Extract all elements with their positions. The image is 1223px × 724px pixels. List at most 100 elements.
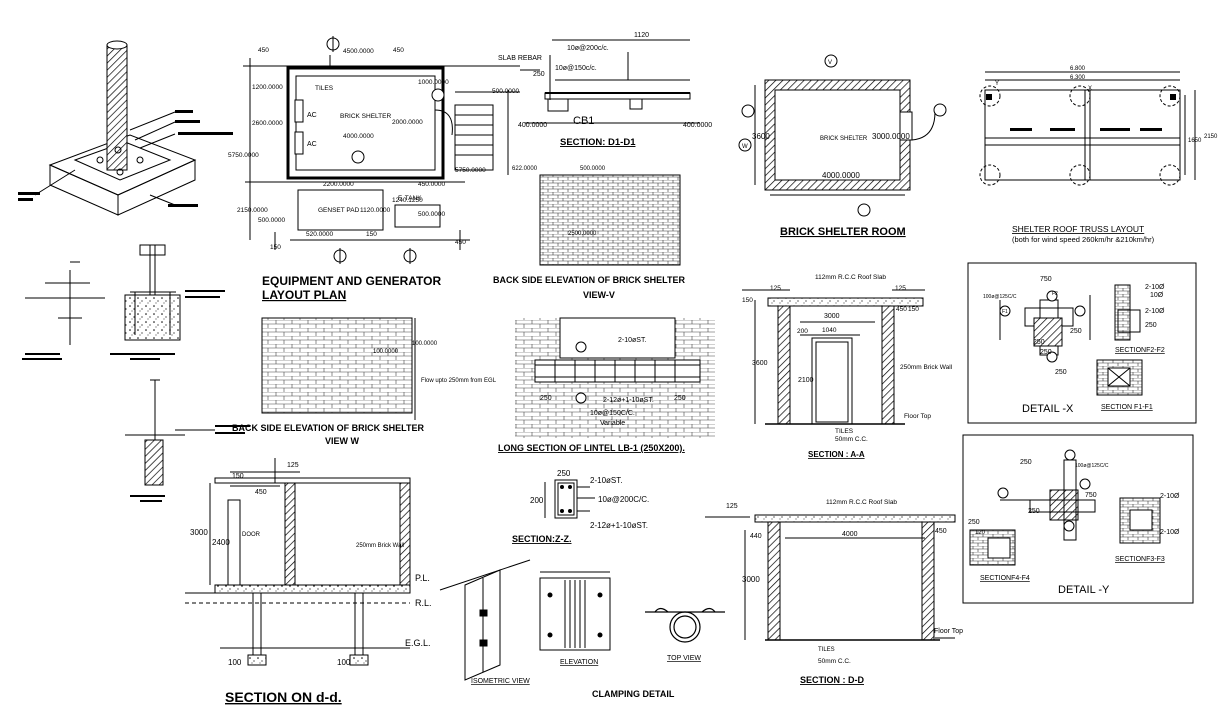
section-zz: [544, 479, 595, 519]
title-aa: SECTION : A-A: [808, 450, 865, 459]
back-elevation-w: [261, 317, 416, 420]
plan-dim-1240: 1240.1250: [392, 197, 423, 204]
dety-d750: 750: [1085, 492, 1097, 499]
section-on-dd: [185, 458, 411, 666]
sdd-d100b: 100: [337, 658, 351, 667]
detx-d250e: 250: [1145, 322, 1157, 329]
dety-d250b: 250: [1028, 508, 1040, 515]
lintel-texts: 2-10øST. 2-12ø+1-10øST. 10ø@150C/C. Vari…: [540, 337, 686, 427]
back-w-texts: 100.0000 100.0000 Flow upto 250mm from E…: [373, 341, 497, 384]
sdd-d450: 450: [255, 489, 267, 496]
d1-cb1: CB1: [573, 115, 594, 127]
backw-note: Flow upto 250mm from EGL: [421, 378, 497, 384]
section-d1: [520, 39, 700, 124]
title-detail-y: DETAIL -Y: [1058, 584, 1110, 596]
room-dim-3600: 3600: [752, 132, 770, 141]
zz-r1: 2-10øST.: [590, 476, 622, 485]
topview-label: TOP VIEW: [667, 655, 701, 662]
section-aa: [742, 289, 925, 425]
dd-cc: 50mm C.C.: [818, 658, 851, 665]
dd-tiles: TILES: [818, 647, 835, 653]
back-v-texts: 622.0000 500.0000 2500.0000: [512, 166, 606, 237]
plan-label-ftank: F. TANK: [398, 195, 422, 202]
aa-d125a: 125: [770, 285, 781, 292]
aa-floor: Floor Top: [904, 413, 931, 420]
dd-d3000: 3000: [742, 575, 760, 584]
detx-r1: 2-10Ø: [1145, 284, 1165, 291]
title-lintel: LONG SECTION OF LINTEL LB-1 (250X200).: [498, 443, 685, 453]
anchor-detail-3: [125, 379, 215, 486]
section-dd-texts: 112mm R.C.C Roof Slab 125 440 4000 450 3…: [726, 499, 963, 665]
plan-dim-1000: 1000.0000: [418, 79, 449, 86]
detx-rebar: 100ø@125C/C: [983, 294, 1017, 300]
plan-label-ac1: AC: [307, 112, 317, 119]
dety-d250c: 250: [968, 519, 980, 526]
aa-d2100: 2100: [798, 377, 814, 384]
title-clamping: CLAMPING DETAIL: [592, 689, 675, 699]
detx-f2: F2: [1052, 291, 1058, 297]
title-f1: SECTION F1-F1: [1101, 404, 1153, 411]
title-back-w: BACK SIDE ELEVATION OF BRICK SHELTER: [232, 423, 425, 433]
lintel-dim-r: 250: [674, 395, 686, 402]
plan-grid-markers: [326, 36, 445, 264]
plan-dim-1200: 1200.0000: [252, 84, 283, 91]
dd-d125: 125: [726, 503, 738, 510]
detx-d250c: 250: [1040, 349, 1052, 356]
plan-dim-2000: 2000.0000: [392, 119, 423, 126]
title-equip-2: LAYOUT PLAN: [262, 288, 346, 302]
plan-dim-450a: 450: [258, 47, 269, 54]
detx-d750: 750: [1040, 276, 1052, 283]
detail-x-box: [967, 262, 1197, 424]
detail-x-markers: [999, 290, 1086, 363]
title-detail-x: DETAIL -X: [1022, 403, 1074, 415]
backw-dim-1: 100.0000: [373, 349, 399, 355]
plan-texts: BRICK SHELTER AC AC TILES GENSET PAD F. …: [228, 47, 519, 251]
plan-label-brick-shelter: BRICK SHELTER: [340, 113, 391, 120]
title-truss-1: SHELTER ROOF TRUSS LAYOUT: [1012, 224, 1144, 234]
truss-h2: 1650: [1188, 138, 1202, 144]
iso-leader-labels: [18, 110, 233, 207]
title-d1: SECTION: D1-D1: [560, 137, 636, 148]
sdd-d3000: 3000: [190, 528, 208, 537]
clamping-top-view: [645, 607, 725, 643]
aa-slab: 112mm R.C.C Roof Slab: [815, 274, 886, 281]
detail-x-texts: 750 F2 F1 100ø@125C/C 250 250 250 250 25…: [983, 276, 1165, 376]
d1-dim-250: 250: [533, 71, 545, 78]
title-view-v: VIEW-V: [583, 290, 615, 300]
aa-d150b: 150: [908, 306, 919, 313]
section-zz-texts: 250 200 2-10øST. 10ø@200C/C. 2-12ø+1-10ø…: [530, 469, 649, 530]
aa-d450: 450: [896, 306, 907, 313]
sdd-pl: P.L.: [415, 573, 430, 583]
section-aa-texts: 112mm R.C.C Roof Slab 125 125 150 150 45…: [742, 274, 953, 443]
truss-layout: [979, 71, 1196, 186]
zz-r3: 2-12ø+1-10øST.: [590, 521, 648, 530]
sdd-d2400: 2400: [212, 538, 230, 547]
sdd-d125: 125: [287, 462, 299, 469]
room-dim-3000: 3000.0000: [872, 132, 910, 141]
clamping-elevation: [539, 571, 611, 651]
d1-dim-1120: 1120: [634, 32, 649, 39]
zz-d250: 250: [557, 469, 571, 478]
title-back-v: BACK SIDE ELEVATION OF BRICK SHELTER: [493, 275, 686, 285]
aa-d1040: 1040: [822, 327, 837, 334]
plan-dim-450c: 450.0000: [418, 181, 445, 188]
room-markers: [738, 54, 947, 217]
detx-r3: 2-10Ø: [1145, 308, 1165, 315]
sdd-rl: R.L.: [415, 598, 432, 608]
elev-label: ELEVATION: [560, 659, 598, 666]
clamping-texts: ISOMETRIC VIEW ELEVATION TOP VIEW: [471, 655, 701, 685]
room-dim-4000: 4000.0000: [822, 171, 860, 180]
lintel-dim-l: 250: [540, 395, 552, 402]
dd-slab: 112mm R.C.C Roof Slab: [826, 499, 897, 506]
aa-cc: 50mm C.C.: [835, 436, 868, 443]
d1-dim-400a: 400.0000: [518, 122, 547, 129]
backw-dim-2: 100.0000: [412, 341, 438, 347]
title-view-w: VIEW W: [325, 436, 360, 446]
section-on-dd-texts: 150 125 450 3000 2400 DOOR 250mm Brick W…: [190, 462, 432, 667]
section-d1-texts: 1120 SLAB REBAR 10ø@200c/c. 10ø@150c/c. …: [498, 32, 712, 129]
plan-label-tiles: TILES: [315, 85, 334, 92]
truss-x: X: [1088, 86, 1092, 92]
aa-d150a: 150: [742, 297, 753, 304]
plan-dim-2600: 2600.0000: [252, 120, 283, 127]
